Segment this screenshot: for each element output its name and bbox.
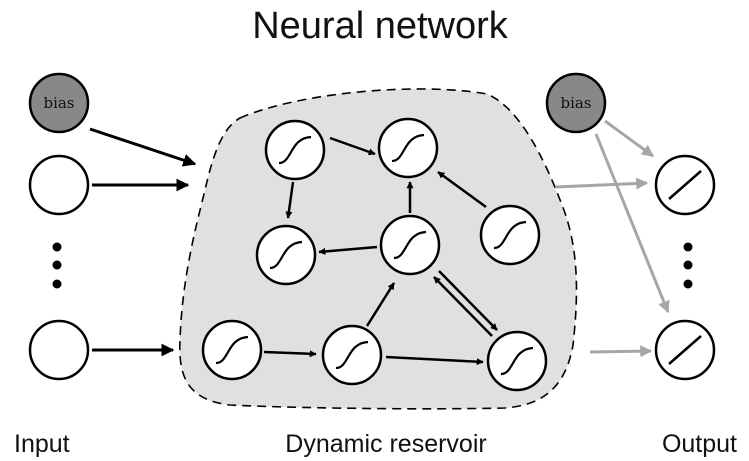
input-bias-node: bias bbox=[28, 72, 90, 134]
connection-7 bbox=[365, 282, 396, 327]
connection-10 bbox=[433, 276, 493, 337]
input-node-1 bbox=[28, 154, 90, 216]
output-bias-node: bias bbox=[545, 72, 607, 134]
output-bias-label: bias bbox=[560, 94, 591, 112]
connection-3 bbox=[318, 245, 378, 255]
reservoir-node-8 bbox=[486, 330, 548, 392]
connection-9 bbox=[438, 270, 498, 331]
sigmoid-icon bbox=[269, 240, 303, 270]
reservoir-node-2 bbox=[377, 117, 439, 179]
output-bias-to-top-arrow bbox=[604, 119, 654, 158]
connection-5 bbox=[437, 170, 487, 209]
connection-2 bbox=[285, 181, 295, 219]
sigmoid-icon bbox=[278, 135, 312, 165]
sigmoid-icon bbox=[500, 346, 534, 376]
connection-8 bbox=[385, 355, 484, 366]
output-node-1 bbox=[654, 154, 716, 216]
reservoir-node-3 bbox=[255, 224, 317, 286]
input-bias-label: bias bbox=[43, 94, 74, 112]
connection-1 bbox=[329, 136, 376, 156]
output-bias-to-bottom-arrow bbox=[594, 133, 670, 314]
sigmoid-icon bbox=[391, 133, 425, 163]
input-ellipsis-icon bbox=[52, 242, 62, 289]
linear-icon bbox=[668, 170, 702, 200]
linear-icon bbox=[668, 335, 702, 365]
page-title: Neural network bbox=[252, 5, 509, 47]
connection-6 bbox=[263, 350, 317, 358]
output-ellipsis-icon bbox=[683, 242, 693, 289]
reservoir-node-1 bbox=[264, 119, 326, 181]
input-bias-arrow bbox=[89, 127, 197, 167]
reservoir-connections bbox=[263, 136, 498, 366]
sigmoid-icon bbox=[215, 335, 249, 365]
output-label: Output bbox=[662, 430, 737, 458]
sigmoid-icon bbox=[393, 230, 427, 260]
reservoir-to-bottom-output-arrow bbox=[589, 345, 653, 358]
reservoir-label: Dynamic reservoir bbox=[285, 430, 486, 458]
input-node-n bbox=[28, 319, 90, 381]
reservoir-to-top-output-arrow bbox=[555, 177, 649, 190]
sigmoid-icon bbox=[335, 340, 369, 370]
reservoir-node-7 bbox=[321, 324, 383, 386]
input-label: Input bbox=[14, 430, 70, 458]
reservoir-node-5 bbox=[479, 204, 541, 266]
output-connections bbox=[555, 119, 670, 358]
reservoir-node-4 bbox=[379, 214, 441, 276]
sigmoid-icon bbox=[493, 220, 527, 250]
reservoir-node-6 bbox=[201, 319, 263, 381]
output-node-n bbox=[654, 319, 716, 381]
